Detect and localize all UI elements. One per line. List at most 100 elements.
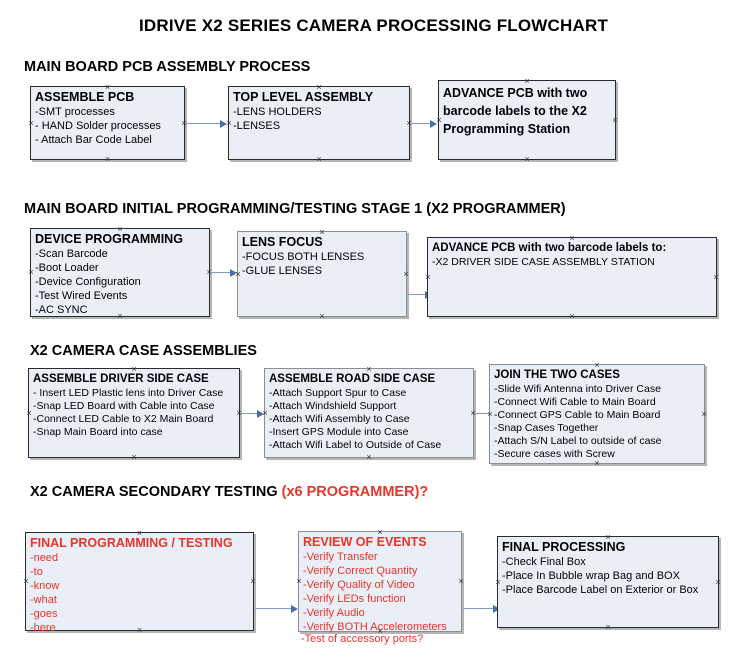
connection-handle-left[interactable]: [28, 269, 35, 276]
node-title: ASSEMBLE ROAD SIDE CASE: [269, 373, 436, 385]
node-advance-pcb-to-x2-programming-station[interactable]: ADVANCE PCB with two barcode labels to t…: [438, 80, 616, 160]
node-line: - HAND Solder processes: [35, 120, 161, 132]
node-line: -Snap Main Board into case: [33, 426, 163, 438]
page-title: IDRIVE X2 SERIES CAMERA PROCESSING FLOWC…: [138, 16, 609, 35]
connection-handle-left[interactable]: [495, 579, 502, 586]
connection-handle-left[interactable]: [26, 410, 33, 417]
connection-handle-bottom[interactable]: [316, 156, 323, 163]
section-heading-text: X2 CAMERA CASE ASSEMBLIES: [30, 343, 257, 359]
section-heading-text: MAIN BOARD PCB ASSEMBLY PROCESS: [24, 59, 311, 75]
connection-handle-top[interactable]: [131, 366, 138, 373]
connection-handle-right[interactable]: [458, 578, 465, 585]
connection-handle-left[interactable]: [28, 120, 35, 127]
node-assemble-driver-side-case[interactable]: ASSEMBLE DRIVER SIDE CASE - Insert LED P…: [28, 368, 240, 458]
node-line: -SMT processes: [35, 106, 115, 118]
node-advance-pcb-to-driver-side-case[interactable]: ADVANCE PCB with two barcode labels to: …: [427, 237, 717, 317]
node-title: ASSEMBLE DRIVER SIDE CASE: [33, 373, 209, 385]
node-review-of-events[interactable]: REVIEW OF EVENTS -Verify Transfer -Verif…: [296, 529, 465, 645]
section-heading-red-text: (x6 PROGRAMMER)?: [281, 484, 429, 500]
connection-handle-bottom[interactable]: [319, 313, 326, 320]
connection-handle-right[interactable]: [715, 579, 722, 586]
connection-handle-left[interactable]: [23, 578, 30, 585]
connection-handle-bottom[interactable]: [594, 460, 601, 467]
connection-handle-left[interactable]: [226, 120, 233, 127]
node-overflow-line: -Test of accessory ports?: [301, 633, 424, 645]
node-line: - Attach Bar Code Label: [35, 134, 152, 146]
connection-handle-top[interactable]: [316, 84, 323, 91]
node-line: -FOCUS BOTH LENSES: [242, 251, 365, 263]
connection-handle-right[interactable]: [250, 578, 257, 585]
connection-handle-top[interactable]: [569, 235, 576, 242]
node-line: -Attach Windshield Support: [269, 400, 397, 412]
connection-handle-right[interactable]: [701, 411, 708, 418]
connection-handle-bottom[interactable]: [104, 156, 111, 163]
connector-review-of-events-to-final-processing: [463, 605, 501, 613]
connection-handle-right[interactable]: [403, 271, 410, 278]
node-final-programming-testing[interactable]: FINAL PROGRAMMING / TESTING -need -to -k…: [23, 530, 257, 634]
connection-handle-bottom[interactable]: [136, 627, 143, 634]
connection-handle-bottom[interactable]: [569, 313, 576, 320]
connection-handle-bottom[interactable]: [117, 313, 124, 320]
node-line: -here: [30, 622, 56, 634]
connection-handle-left[interactable]: [425, 274, 432, 281]
connection-handle-top[interactable]: [117, 226, 124, 233]
node-line: -Verify Correct Quantity: [303, 565, 418, 577]
connection-handle-top[interactable]: [377, 529, 384, 536]
node-line: -Slide Wifi Antenna into Driver Case: [494, 383, 661, 395]
node-line: -Place Barcode Label on Exterior or Box: [502, 584, 699, 596]
node-line: -Scan Barcode: [35, 248, 108, 260]
node-line: -X2 DRIVER SIDE CASE ASSEMBLY STATION: [432, 256, 655, 268]
connection-handle-left[interactable]: [235, 271, 242, 278]
connection-handle-bottom[interactable]: [366, 454, 373, 461]
connection-handle-left[interactable]: [296, 578, 303, 585]
node-title: ADVANCE PCB with two barcode labels to t…: [443, 86, 588, 136]
node-final-processing[interactable]: FINAL PROCESSING -Check Final Box -Place…: [497, 536, 719, 628]
connection-handle-top[interactable]: [605, 534, 612, 541]
connection-handle-top[interactable]: [104, 84, 111, 91]
connection-handle-bottom[interactable]: [524, 156, 531, 163]
arrow-head-icon: [257, 410, 264, 418]
connection-handle-right[interactable]: [713, 274, 720, 281]
node-line: -Check Final Box: [502, 556, 586, 568]
node-join-the-two-cases[interactable]: JOIN THE TWO CASES -Slide Wifi Antenna i…: [489, 364, 705, 464]
node-title: LENS FOCUS: [242, 235, 323, 249]
connection-handle-left[interactable]: [487, 411, 494, 418]
node-line: -LENS HOLDERS: [233, 106, 322, 118]
connection-handle-top[interactable]: [366, 366, 373, 373]
node-line: -Connect Wifi Cable to Main Board: [494, 396, 656, 408]
node-top-level-assembly[interactable]: TOP LEVEL ASSEMBLY -LENS HOLDERS -LENSES: [228, 86, 410, 160]
connection-handle-left[interactable]: [262, 410, 269, 417]
node-title: ASSEMBLE PCB: [35, 90, 135, 104]
node-line: -Verify Transfer: [303, 551, 378, 563]
connection-handle-top[interactable]: [594, 362, 601, 369]
connection-handle-left[interactable]: [436, 117, 443, 124]
node-title: TOP LEVEL ASSEMBLY: [233, 90, 374, 104]
node-line: -Insert GPS Module into Case: [269, 426, 409, 438]
connection-handle-bottom[interactable]: [377, 628, 384, 635]
node-line: -Verify LEDs function: [303, 593, 406, 605]
connection-handle-top[interactable]: [524, 78, 531, 85]
node-line: - Insert LED Plastic lens into Driver Ca…: [33, 387, 224, 399]
node-line: -GLUE LENSES: [242, 265, 323, 277]
connection-handle-top[interactable]: [136, 530, 143, 537]
node-lens-focus[interactable]: LENS FOCUS -FOCUS BOTH LENSES -GLUE LENS…: [237, 231, 407, 317]
node-line: -Boot Loader: [35, 262, 99, 274]
section-heading-text: X2 CAMERA SECONDARY TESTING: [30, 484, 282, 500]
node-title: REVIEW OF EVENTS: [303, 535, 427, 549]
connection-handle-top[interactable]: [319, 229, 326, 236]
arrow-head-icon: [493, 605, 500, 613]
node-line: -Attach Wifi Assembly to Case: [269, 413, 410, 425]
connection-handle-right[interactable]: [612, 117, 619, 124]
node-device-programming[interactable]: DEVICE PROGRAMMING -Scan Barcode -Boot L…: [30, 228, 210, 317]
connector-top-level-assembly-to-advance-pcb-station: [411, 120, 438, 128]
connector-assemble-pcb-to-top-level-assembly: [186, 120, 228, 128]
node-title: ADVANCE PCB with two barcode labels to:: [432, 242, 667, 254]
arrow-head-icon: [291, 605, 298, 613]
node-assemble-road-side-case[interactable]: ASSEMBLE ROAD SIDE CASE -Attach Support …: [264, 368, 474, 458]
connection-handle-bottom[interactable]: [131, 454, 138, 461]
connection-handle-bottom[interactable]: [605, 624, 612, 631]
node-line: -Snap Cases Together: [494, 422, 599, 434]
node-line: -Secure cases with Screw: [494, 448, 615, 460]
node-assemble-pcb[interactable]: ASSEMBLE PCB -SMT processes - HAND Solde…: [30, 86, 185, 160]
connector-driver-side-to-road-side: [241, 410, 265, 418]
